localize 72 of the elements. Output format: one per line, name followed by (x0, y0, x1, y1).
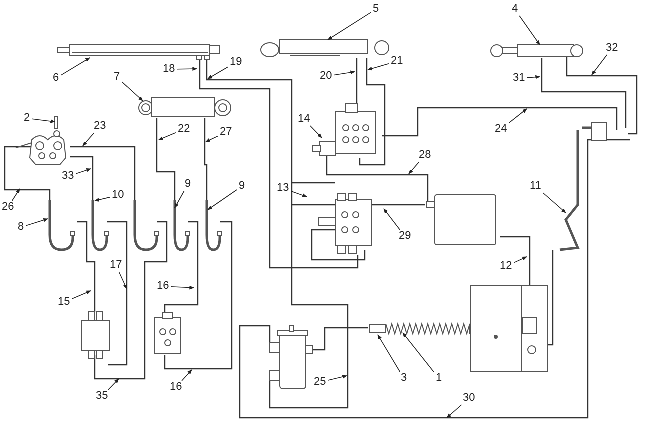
leader-line (328, 12, 372, 40)
callout-number: 12 (499, 261, 514, 272)
leader-line (12, 188, 20, 202)
callout-number: 32 (605, 43, 620, 54)
callout-number: 2 (23, 113, 32, 124)
leader-line (384, 208, 401, 230)
callout-number: 20 (319, 71, 334, 82)
leader-line (108, 378, 120, 390)
leader-line (290, 191, 308, 198)
leader-line (32, 118, 56, 124)
callout-number: 22 (177, 124, 192, 135)
callout-number: 29 (398, 231, 412, 242)
leader-line (328, 375, 348, 381)
callout-number: 26 (1, 202, 16, 213)
leader-line (60, 58, 90, 76)
callout-number: 28 (418, 150, 432, 161)
callout-number: 31 (512, 73, 526, 84)
callout-number: 15 (57, 297, 72, 308)
callout-number: 23 (93, 121, 108, 132)
callout-number: 27 (219, 127, 234, 138)
callout-number: 35 (95, 391, 110, 402)
callout-number: 18 (162, 64, 176, 75)
callout-number: 5 (372, 4, 380, 15)
leader-line (526, 75, 540, 80)
leader-line (378, 334, 401, 372)
callout-number: 17 (109, 260, 124, 271)
leader-line (94, 197, 110, 202)
callout-number: 16 (169, 382, 184, 393)
leader-line (170, 286, 194, 290)
leader-line (158, 132, 176, 140)
callout-number: 1 (435, 373, 444, 384)
leader-line (72, 290, 92, 300)
leader-line (514, 256, 528, 264)
callout-number: 9 (184, 179, 192, 190)
leader-line (310, 126, 322, 138)
leader-line (208, 190, 238, 210)
leader-line (118, 272, 128, 290)
callout-number: 16 (156, 281, 170, 292)
callout-number: 19 (229, 57, 244, 68)
leader-line (519, 16, 540, 46)
callout-number: 4 (511, 4, 520, 15)
leader-line (76, 168, 92, 174)
callout-number: 30 (462, 393, 476, 404)
leader-line (26, 218, 48, 226)
leader-line (592, 54, 608, 76)
callout-number: 13 (276, 183, 290, 194)
callout-number: 3 (400, 373, 408, 384)
leader-line (174, 190, 185, 208)
callout-number: 25 (313, 377, 328, 388)
leader-line (176, 67, 198, 71)
leader-line (82, 132, 95, 146)
leader-line (508, 108, 528, 124)
leader-line (206, 136, 218, 142)
callout-number: 14 (297, 114, 312, 125)
leader-line (446, 404, 462, 418)
leader-line (368, 63, 390, 71)
leader-line (334, 70, 356, 76)
callout-number: 8 (17, 222, 26, 233)
leader-line (408, 162, 420, 174)
callout-number: 11 (529, 181, 542, 192)
callout-number: 10 (111, 190, 126, 201)
leader-line (122, 82, 144, 102)
leader-line (208, 66, 228, 80)
leader-line (182, 370, 192, 382)
callout-number: 21 (390, 56, 404, 67)
callout-number: 7 (113, 72, 122, 83)
callout-number: 33 (61, 171, 76, 182)
callout-number: 6 (52, 73, 60, 84)
leader-line (402, 332, 434, 373)
callout-number: 9 (238, 181, 246, 192)
leader-line (542, 192, 566, 214)
callout-number: 24 (494, 124, 508, 135)
